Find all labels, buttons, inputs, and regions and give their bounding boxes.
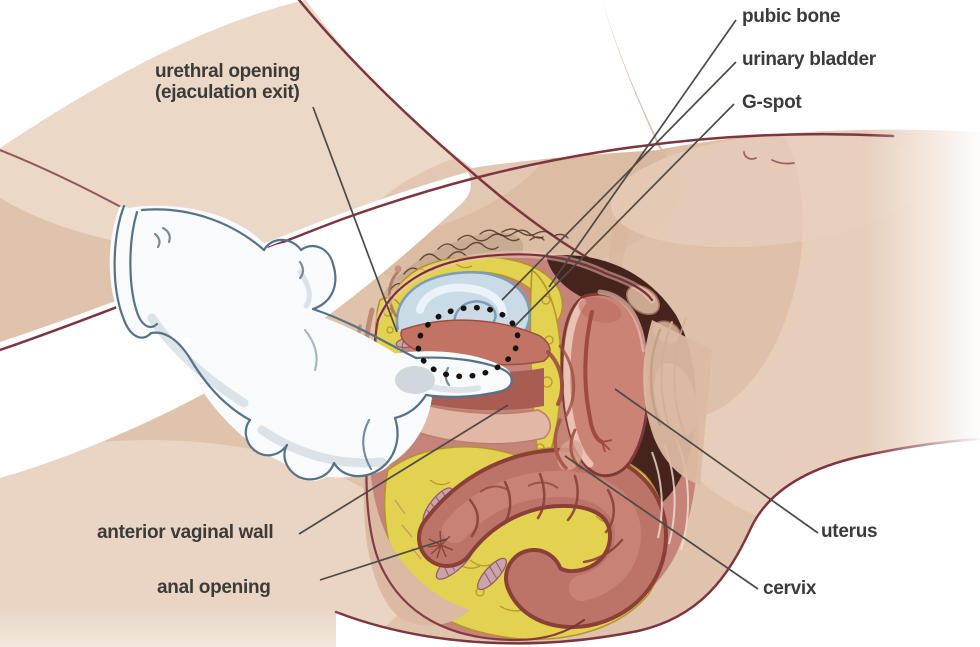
bottom-edge-fade (0, 605, 340, 647)
label-g-spot: G-spot (742, 92, 802, 113)
label-anal-opening: anal opening (157, 577, 271, 598)
perineal-skin (363, 420, 470, 626)
leader-line-uterus (614, 388, 819, 534)
label-anterior-vaginal-wall: anterior vaginal wall (97, 522, 274, 543)
label-uterus: uterus (821, 521, 878, 542)
glove-fills (109, 205, 512, 481)
uterus-shape (560, 289, 698, 478)
clitoris (394, 265, 402, 273)
leader-line-anterior-vaginal-wall (298, 404, 509, 535)
label-urethral-opening: urethral opening (ejaculation exit) (155, 61, 301, 103)
posterior-shadow (546, 255, 696, 517)
label-urinary-bladder: urinary bladder (742, 49, 876, 70)
glove-inner-shadow (395, 366, 435, 394)
buttock-fold-lines (649, 317, 689, 443)
leader-line-pubic-bone (548, 19, 737, 288)
leader-lines (298, 19, 819, 590)
leader-line-g-spot (513, 103, 735, 328)
label-cervix: cervix (763, 578, 817, 599)
gloved-hand (109, 204, 513, 481)
leader-line-urethral-opening (312, 106, 398, 333)
bowel-loop (625, 284, 661, 316)
label-pubic-bone: pubic bone (742, 6, 841, 27)
right-edge-fade (865, 0, 980, 647)
rectum (417, 447, 669, 629)
buttock-fold (643, 320, 712, 485)
g-spot-marker (415, 304, 521, 380)
leader-line-cervix (564, 455, 759, 590)
cervix-shape (546, 344, 583, 471)
leader-line-anal-opening (319, 538, 448, 581)
leader-line-urinary-bladder (501, 61, 737, 301)
glove-outlines (113, 204, 513, 481)
